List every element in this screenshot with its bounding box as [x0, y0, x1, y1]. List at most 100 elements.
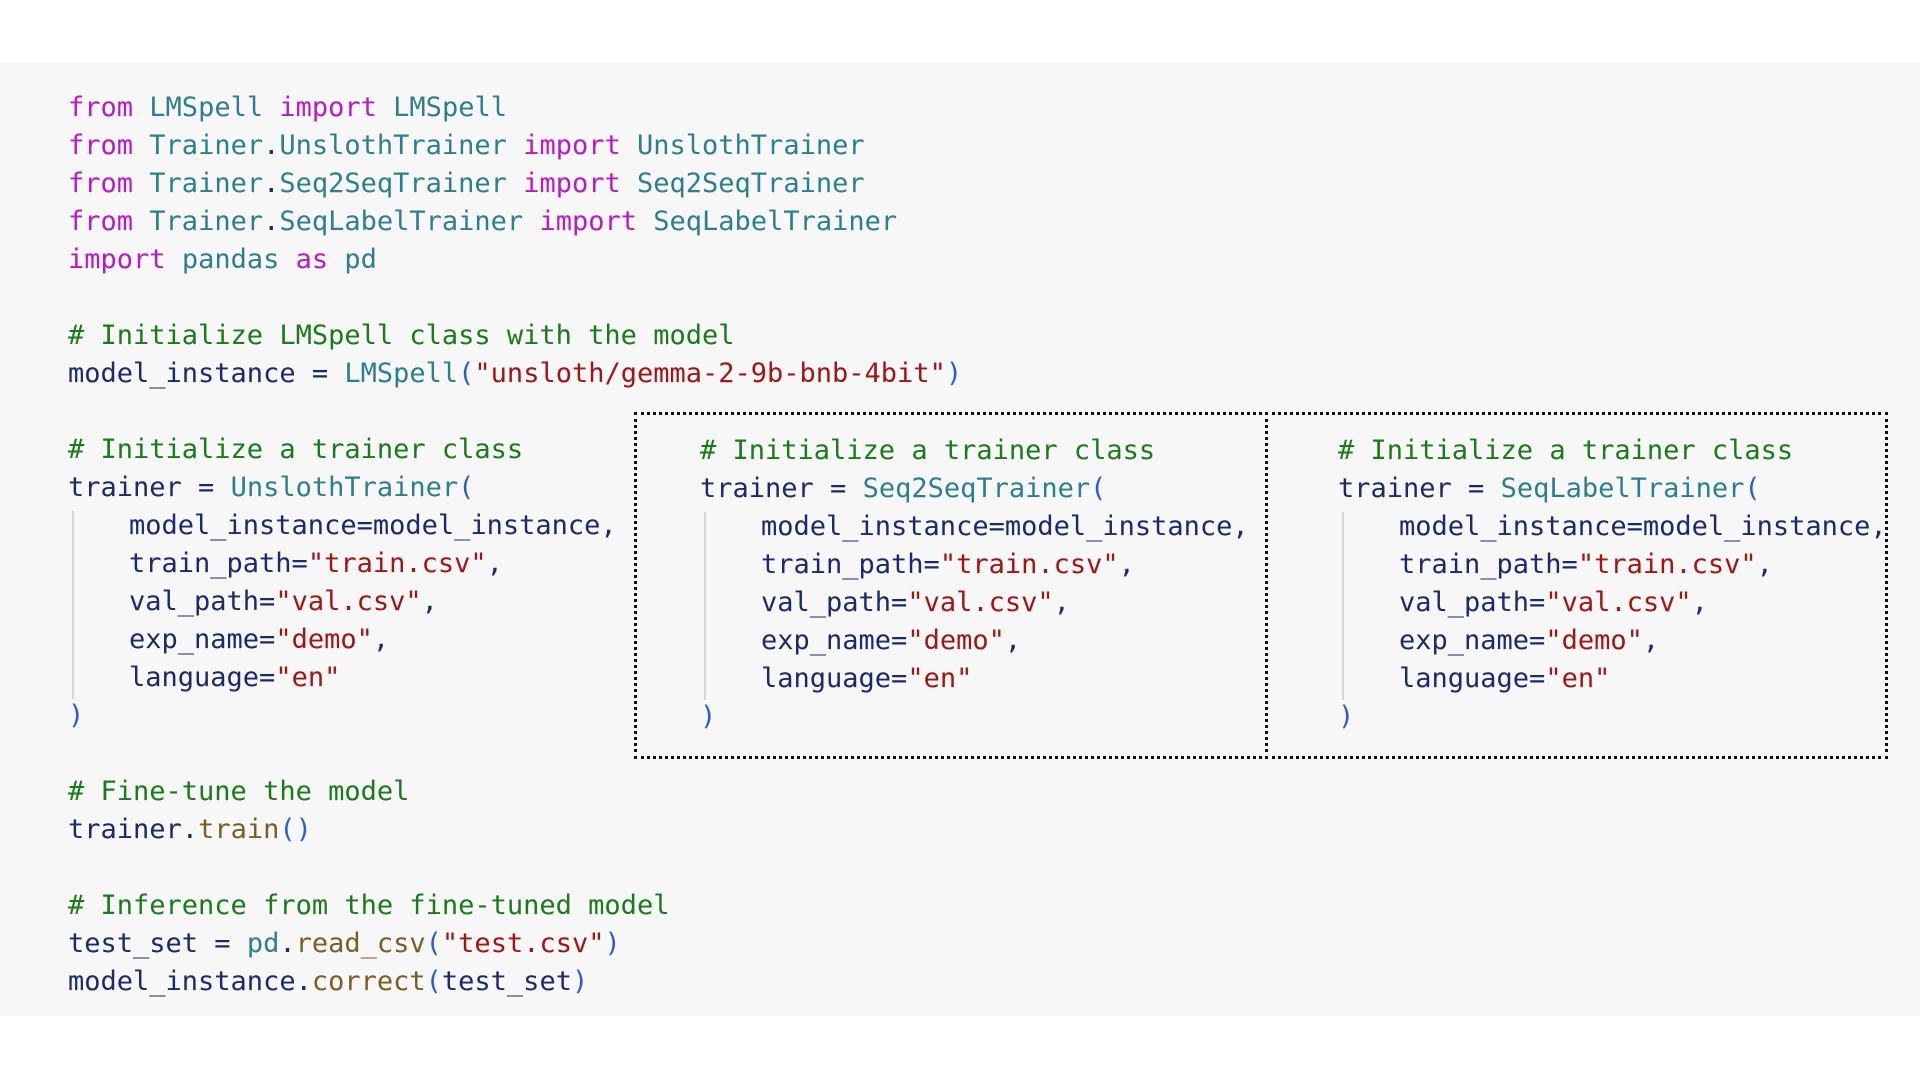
code-arg-model-instance: model_instance=model_instance, — [1399, 508, 1887, 546]
code-line-import-pandas: import pandas as pd — [68, 241, 377, 279]
module-alias: pd — [246, 928, 280, 959]
keyword: import — [539, 206, 638, 237]
imported-name: UnslothTrainer — [637, 130, 865, 161]
keyword: import — [68, 244, 166, 275]
code-arg-language: language="en" — [129, 659, 340, 697]
comma: , — [1004, 625, 1022, 656]
dot: . — [279, 928, 296, 959]
arg-key: model_instance=model_instance, — [1399, 511, 1887, 542]
code-arg-train-path: train_path="train.csv", — [129, 545, 503, 583]
open-paren: ( — [1090, 473, 1107, 504]
code-comment-trainer-unsloth: # Initialize a trainer class — [68, 434, 524, 465]
indent-guide — [1342, 512, 1344, 700]
assign-operator: = — [813, 473, 863, 504]
variable-name: trainer — [700, 473, 814, 504]
variable-name: trainer — [68, 472, 182, 503]
code-arg-exp-name: exp_name="demo", — [129, 621, 389, 659]
dot: . — [263, 130, 280, 161]
arg-key: val_path= — [129, 586, 276, 617]
string-literal: "demo" — [907, 625, 1005, 656]
open-paren: ( — [458, 358, 475, 389]
code-arg-model-instance: model_instance=model_instance, — [129, 507, 617, 545]
keyword: from — [68, 206, 134, 237]
arg-key: model_instance=model_instance, — [129, 510, 617, 541]
string-literal: "en" — [275, 662, 341, 693]
imported-name: SeqLabelTrainer — [653, 206, 898, 237]
imported-name: Seq2SeqTrainer — [637, 168, 865, 199]
close-paren: ) — [945, 358, 963, 389]
code-arg-language: language="en" — [1399, 660, 1610, 698]
keyword: from — [68, 168, 134, 199]
string-literal: "demo" — [275, 624, 373, 655]
arg-key: exp_name= — [761, 625, 908, 656]
code-line-import-lmspell: from LMSpell import LMSpell — [68, 89, 507, 127]
assign-operator: = — [1451, 473, 1501, 504]
code-arg-language: language="en" — [761, 660, 972, 698]
comma: , — [486, 548, 503, 579]
indent-guide — [704, 512, 706, 700]
string-literal: "unsloth/gemma-2-9b-bnb-4bit" — [474, 358, 946, 389]
indent-guide — [72, 511, 74, 699]
code-arg-val-path: val_path="val.csv", — [129, 583, 438, 621]
keyword: import — [523, 130, 621, 161]
submodule-name: Seq2SeqTrainer — [279, 168, 507, 199]
module-name: Trainer — [149, 168, 264, 199]
code-line-read-csv: test_set = pd.read_csv("test.csv") — [68, 925, 621, 963]
imported-name: LMSpell — [393, 92, 507, 123]
function-name: read_csv — [295, 928, 426, 959]
string-literal: "demo" — [1545, 625, 1643, 656]
code-arg-val-path: val_path="val.csv", — [1399, 584, 1708, 622]
string-literal: "train.csv" — [939, 549, 1119, 580]
code-close-paren: ) — [68, 700, 85, 731]
assign-operator: = — [198, 928, 247, 959]
alt-trainer-box-seqlabel — [1265, 412, 1888, 759]
dot: . — [295, 966, 312, 997]
close-paren: ) — [604, 928, 621, 959]
arg-key: val_path= — [761, 587, 908, 618]
dot: . — [263, 206, 280, 237]
code-comment-trainer-seq2seq: # Initialize a trainer class — [700, 435, 1156, 466]
call-parens: () — [279, 814, 312, 845]
comma: , — [421, 586, 438, 617]
code-comment-inference: # Inference from the fine-tuned model — [68, 890, 670, 921]
function-name: train — [198, 814, 280, 845]
close-paren: ) — [571, 966, 589, 997]
dot: . — [181, 814, 199, 845]
arg-key: language= — [129, 662, 276, 693]
assign-operator: = — [181, 472, 231, 503]
code-line-trainer-unsloth: trainer = UnslothTrainer( — [68, 469, 474, 507]
code-line-import-seq2seq: from Trainer.Seq2SeqTrainer import Seq2S… — [68, 165, 865, 203]
string-literal: "train.csv" — [307, 548, 487, 579]
code-arg-train-path: train_path="train.csv", — [1399, 546, 1773, 584]
arg-key: val_path= — [1399, 587, 1546, 618]
class-name: Seq2SeqTrainer — [862, 473, 1091, 504]
class-name: SeqLabelTrainer — [1500, 473, 1745, 504]
code-line-correct-call: model_instance.correct(test_set) — [68, 963, 588, 1001]
code-line-import-unsloth: from Trainer.UnslothTrainer import Unslo… — [68, 127, 865, 165]
class-name: LMSpell — [344, 358, 459, 389]
string-literal: "test.csv" — [441, 928, 605, 959]
arg-key: exp_name= — [129, 624, 276, 655]
comma: , — [1118, 549, 1135, 580]
string-literal: "val.csv" — [1545, 587, 1692, 618]
string-literal: "train.csv" — [1577, 549, 1757, 580]
arg-key: model_instance=model_instance, — [761, 511, 1249, 542]
code-arg-exp-name: exp_name="demo", — [1399, 622, 1659, 660]
function-name: correct — [311, 966, 426, 997]
code-editor-panel: from LMSpell import LMSpell from Trainer… — [0, 63, 1920, 1016]
code-comment-finetune: # Fine-tune the model — [68, 776, 410, 807]
open-paren: ( — [425, 966, 442, 997]
string-literal: "en" — [1545, 663, 1611, 694]
keyword: as — [295, 244, 329, 275]
comma: , — [1642, 625, 1660, 656]
arg-key: exp_name= — [1399, 625, 1546, 656]
code-arg-train-path: train_path="train.csv", — [761, 546, 1135, 584]
module-name: LMSpell — [149, 92, 264, 123]
keyword: import — [279, 92, 377, 123]
code-comment-init-model: # Initialize LMSpell class with the mode… — [68, 320, 735, 351]
open-paren: ( — [1744, 473, 1761, 504]
arg-key: train_path= — [1399, 549, 1578, 580]
string-literal: "val.csv" — [275, 586, 422, 617]
string-literal: "val.csv" — [907, 587, 1054, 618]
code-line-import-seqlabel: from Trainer.SeqLabelTrainer import SeqL… — [68, 203, 897, 241]
